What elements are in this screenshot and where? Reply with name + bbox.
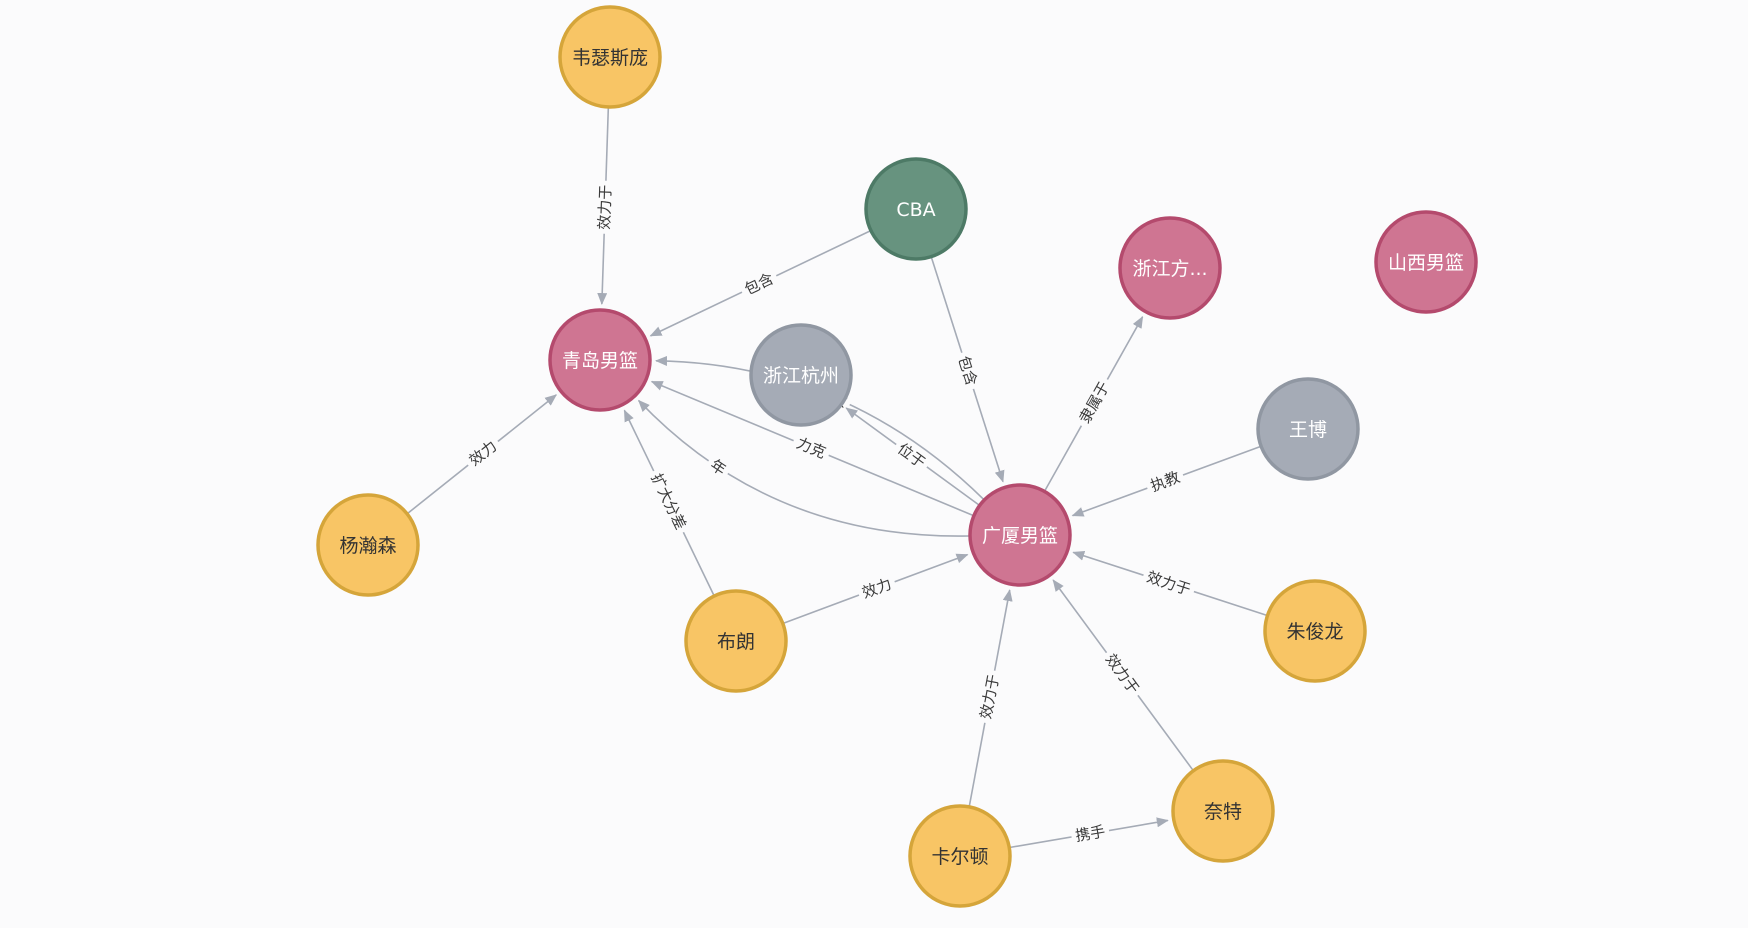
edge-label-group: 年	[703, 452, 734, 483]
edge-cba-to-qingdao[interactable]: 包含	[649, 230, 871, 337]
node-zhejiang_fang[interactable]: 浙江方...	[1118, 216, 1222, 320]
edge-label-group: 携手	[1069, 820, 1111, 847]
edge-label-bg	[703, 452, 734, 483]
node-shanxi[interactable]: 山西男篮	[1374, 210, 1478, 314]
node-label: 山西男篮	[1388, 252, 1464, 274]
edge-bulang-to-guangsha[interactable]: 效力	[783, 553, 969, 624]
edge-label-bg	[644, 466, 693, 537]
edge-weisesipang-to-qingdao[interactable]: 效力于	[594, 107, 616, 306]
edge-cba-to-guangsha[interactable]: 包含	[930, 257, 1005, 483]
edge-label-group: 效力	[461, 433, 505, 473]
edge-label-group: 效力于	[1098, 646, 1146, 702]
node-circle[interactable]	[749, 323, 853, 427]
node-weisesipang[interactable]: 韦瑟斯庞	[558, 5, 662, 109]
node-circle[interactable]	[548, 308, 652, 412]
edges-layer: 效力于包含包含效力扩大分差击败力克年位于隶属于执教效力效力于效力于效力于携手	[407, 107, 1267, 849]
edge-label-bg	[1069, 820, 1111, 847]
edge-kaerdun-to-guangsha[interactable]: 效力于	[968, 589, 1013, 807]
edge-label-bg	[737, 266, 781, 302]
node-bulang[interactable]: 布朗	[684, 589, 788, 693]
node-zhujunlong[interactable]: 朱俊龙	[1263, 579, 1367, 683]
edge-label-group: 隶属于	[1072, 374, 1117, 431]
edge-guangsha-to-qingdao[interactable]: 年	[637, 399, 970, 537]
node-label: CBA	[896, 199, 935, 221]
edge-label: 包含	[954, 354, 980, 388]
edge-yanghansen-to-qingdao[interactable]: 效力	[407, 394, 557, 514]
node-label: 布朗	[717, 631, 755, 653]
node-circle[interactable]	[908, 804, 1012, 908]
node-label: 王博	[1289, 419, 1327, 441]
edge-bulang-to-qingdao[interactable]: 扩大分差	[623, 409, 715, 596]
node-label: 青岛男篮	[562, 350, 638, 372]
edge-label: 执教	[1148, 468, 1182, 495]
node-circle[interactable]	[684, 589, 788, 693]
node-circle[interactable]	[1118, 216, 1222, 320]
node-circle[interactable]	[558, 5, 662, 109]
edge-zhujunlong-to-guangsha[interactable]: 效力于	[1072, 550, 1267, 616]
node-label: 奈特	[1204, 801, 1242, 823]
node-guangsha[interactable]: 广厦男篮	[968, 483, 1072, 587]
node-circle[interactable]	[1171, 759, 1275, 863]
edge-label-group: 效力于	[975, 668, 1005, 725]
edge-label-group: 效力于	[1140, 565, 1197, 602]
node-wangbo[interactable]: 王博	[1256, 377, 1360, 481]
edge-label-bg	[1143, 465, 1187, 498]
node-label: 广厦男篮	[982, 525, 1058, 547]
edge-label-bg	[1140, 565, 1197, 602]
edge-label-bg	[1098, 646, 1146, 702]
edge-label-bg	[594, 180, 616, 235]
node-label: 卡尔顿	[931, 846, 988, 868]
node-label: 浙江杭州	[763, 365, 839, 387]
edge-label: 隶属于	[1076, 379, 1114, 427]
edge-label-bg	[461, 433, 505, 473]
edge-line[interactable]	[637, 399, 970, 537]
edge-label-group: 扩大分差	[644, 466, 693, 537]
edge-label-bg	[975, 668, 1005, 725]
node-circle[interactable]	[864, 157, 968, 261]
edge-guangsha-to-zhejiang_fang[interactable]: 隶属于	[1044, 315, 1144, 491]
edge-label-bg	[1072, 374, 1117, 431]
edge-label-bg	[855, 572, 899, 605]
edge-label-group: 包含	[737, 266, 781, 302]
node-cba[interactable]: CBA	[864, 157, 968, 261]
node-zhejiang_hangzhou[interactable]: 浙江杭州	[749, 323, 853, 427]
node-label: 朱俊龙	[1286, 621, 1343, 643]
node-kaerdun[interactable]: 卡尔顿	[908, 804, 1012, 908]
edge-label-bg	[789, 431, 833, 465]
edge-label-bg	[890, 436, 933, 476]
node-label: 浙江方...	[1132, 258, 1207, 280]
edge-label: 携手	[1074, 822, 1107, 845]
edge-label-group: 效力	[855, 572, 899, 605]
edge-label-group: 力克	[789, 431, 833, 465]
node-circle[interactable]	[1374, 210, 1478, 314]
node-circle[interactable]	[1256, 377, 1360, 481]
edge-label: 效力于	[1145, 568, 1193, 599]
edge-label-bg	[952, 349, 983, 392]
node-label: 韦瑟斯庞	[572, 47, 648, 69]
edge-label-group: 效力于	[594, 180, 616, 235]
edge-label: 效力	[860, 575, 894, 602]
edge-label-group: 包含	[952, 349, 983, 392]
edge-label-group: 位于	[890, 436, 933, 476]
edge-kaerdun-to-naite[interactable]: 携手	[1010, 817, 1169, 849]
edge-label: 效力于	[977, 673, 1003, 721]
node-yanghansen[interactable]: 杨瀚森	[316, 493, 420, 597]
node-circle[interactable]	[1263, 579, 1367, 683]
node-label: 杨瀚森	[339, 535, 396, 557]
edge-naite-to-guangsha[interactable]: 效力于	[1052, 579, 1194, 771]
node-naite[interactable]: 奈特	[1171, 759, 1275, 863]
node-circle[interactable]	[968, 483, 1072, 587]
edge-label: 效力于	[595, 184, 614, 230]
node-qingdao[interactable]: 青岛男篮	[548, 308, 652, 412]
edge-label-group: 执教	[1143, 465, 1187, 498]
node-circle[interactable]	[316, 493, 420, 597]
edge-wangbo-to-guangsha[interactable]: 执教	[1071, 445, 1261, 517]
